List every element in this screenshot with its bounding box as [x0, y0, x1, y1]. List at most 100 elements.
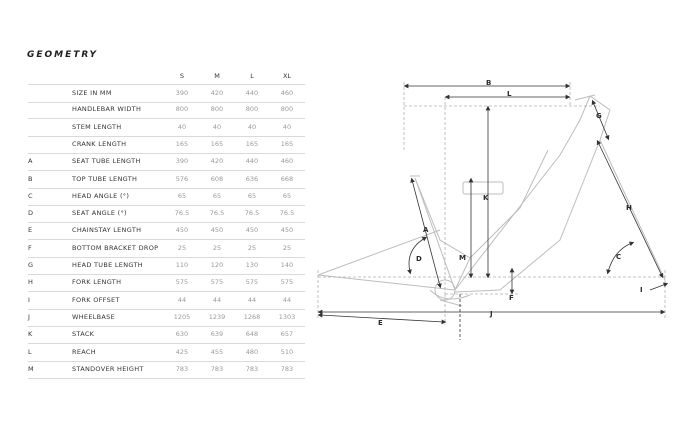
row-label: REACH	[72, 347, 96, 356]
row-label: STACK	[72, 330, 95, 339]
reference-lines	[317, 82, 666, 325]
row-label: CHAINSTAY LENGTH	[72, 226, 142, 235]
row-value: 165	[280, 139, 294, 148]
row-value: 40	[247, 122, 257, 131]
row-code: F	[28, 243, 32, 252]
row-label: TOP TUBE LENGTH	[72, 174, 138, 183]
row-value: 44	[212, 295, 222, 304]
row-value: 440	[245, 157, 259, 166]
row-value: 575	[210, 278, 224, 287]
bike-frame	[317, 94, 666, 307]
row-value: 639	[210, 330, 224, 339]
dim-label-a: A	[423, 226, 429, 234]
row-value: 65	[282, 191, 292, 200]
table-row: CRANK LENGTH 165 165 165 165	[28, 136, 305, 154]
row-code: D	[28, 209, 34, 218]
row-value: 630	[175, 330, 189, 339]
row-value: 120	[210, 261, 224, 269]
row-value: 165	[210, 139, 224, 148]
row-value: 44	[177, 295, 187, 304]
dimension-arrows	[317, 83, 669, 325]
row-label: STEM LENGTH	[72, 122, 122, 131]
size-l-header: L	[250, 72, 254, 80]
row-code: G	[28, 261, 34, 269]
row-value: 648	[245, 330, 259, 339]
dim-label-e: E	[378, 319, 383, 327]
row-value: 390	[175, 157, 189, 166]
dim-label-d: D	[416, 255, 422, 263]
row-value: 140	[280, 261, 294, 269]
dim-label-f: F	[509, 294, 514, 302]
row-value: 450	[175, 226, 189, 235]
row-value: 576	[175, 174, 189, 183]
row-value: 1303	[278, 312, 296, 321]
dim-label-m: M	[459, 254, 466, 262]
size-s-header: S	[179, 72, 185, 80]
dim-label-g: G	[596, 112, 602, 120]
row-value: 783	[175, 364, 189, 373]
row-value: 130	[245, 261, 259, 269]
row-value: 450	[210, 226, 224, 235]
table-row: B TOP TUBE LENGTH 576 608 636 668	[28, 171, 305, 189]
row-value: 636	[245, 174, 259, 183]
row-label: CRANK LENGTH	[72, 139, 127, 148]
row-value: 1268	[243, 312, 261, 321]
row-value: 460	[280, 157, 294, 166]
row-value: 460	[280, 89, 294, 97]
row-code: J	[28, 312, 30, 321]
row-value: 608	[210, 174, 224, 183]
row-value: 800	[280, 105, 294, 114]
row-label: STANDOVER HEIGHT	[72, 364, 144, 373]
row-value: 800	[210, 105, 224, 114]
row-code: C	[28, 191, 33, 200]
row-value: 44	[282, 295, 292, 304]
row-value: 25	[212, 243, 222, 252]
row-label: HANDLEBAR WIDTH	[72, 105, 142, 114]
row-value: 65	[247, 191, 257, 200]
row-code: K	[28, 330, 33, 339]
row-label: SIZE IN MM	[72, 89, 112, 97]
row-value: 165	[245, 139, 259, 148]
row-value: 390	[175, 89, 189, 97]
table-row: G HEAD TUBE LENGTH 110 120 130 140	[28, 257, 305, 275]
dim-label-j: J	[489, 310, 493, 318]
row-value: 44	[247, 295, 257, 304]
row-value: 76.5	[244, 209, 260, 218]
row-label: HEAD TUBE LENGTH	[72, 261, 143, 269]
row-value: 40	[282, 122, 292, 131]
row-code: B	[28, 174, 33, 183]
row-value: 1205	[173, 312, 191, 321]
row-value: 668	[280, 174, 294, 183]
row-value: 110	[175, 261, 189, 269]
dim-label-h: H	[626, 204, 632, 212]
row-value: 420	[210, 157, 224, 166]
row-code: H	[28, 278, 33, 287]
row-label: BOTTOM BRACKET DROP	[72, 243, 159, 252]
row-value: 65	[212, 191, 222, 200]
row-value: 76.5	[174, 209, 190, 218]
row-label: SEAT ANGLE (°)	[72, 209, 127, 218]
row-value: 76.5	[209, 209, 225, 218]
size-m-header: M	[214, 72, 220, 80]
row-value: 65	[177, 191, 187, 200]
row-value: 25	[247, 243, 257, 252]
row-value: 40	[177, 122, 187, 131]
dim-label-i: I	[640, 286, 643, 294]
row-value: 450	[280, 226, 294, 235]
row-value: 783	[280, 364, 294, 373]
row-value: 165	[175, 139, 189, 148]
row-label: FORK LENGTH	[72, 278, 122, 287]
dim-label-c: C	[616, 253, 621, 261]
row-code: A	[28, 157, 33, 166]
